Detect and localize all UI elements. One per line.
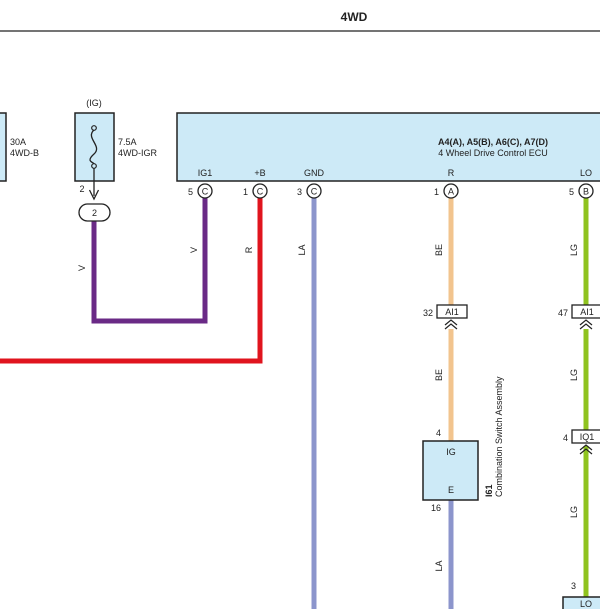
switch-box bbox=[422, 440, 479, 501]
wire-label-plusb: R bbox=[244, 246, 254, 253]
fuse-arrow-icon bbox=[88, 189, 100, 201]
terminal-connector-ig1 bbox=[197, 183, 213, 199]
connector-iq1-box bbox=[571, 429, 600, 444]
terminal-connector-gnd bbox=[306, 183, 322, 199]
connector-iq1: 4 IQ1 bbox=[563, 429, 600, 455]
fuse-7-5a-name: 4WD-IGR bbox=[118, 148, 157, 158]
connector-ai1-right: 47 AI1 bbox=[558, 304, 600, 330]
terminal-code-gnd: C bbox=[311, 187, 318, 197]
junction-connector bbox=[78, 203, 111, 222]
lo-component-pin: 3 bbox=[571, 581, 576, 591]
connector-ai1-right-box bbox=[571, 304, 600, 319]
ecu-terminal-r: R 1 A bbox=[434, 168, 459, 199]
combination-switch: 4 IG E 16 I61 Combination Switch Assembl… bbox=[422, 376, 504, 513]
connector-iq1-chevron-icon bbox=[579, 444, 593, 455]
ecu-name: 4 Wheel Drive Control ECU bbox=[438, 148, 548, 158]
switch-terminal-ig: IG bbox=[446, 447, 456, 457]
lo-component-terminal: LO bbox=[580, 599, 592, 609]
terminal-label-ig1: IG1 bbox=[198, 168, 213, 178]
wire-label-lo-top: LG bbox=[569, 244, 579, 256]
connector-ai1-right-pin: 47 bbox=[558, 308, 568, 318]
wire-label-e: LA bbox=[434, 560, 444, 571]
lo-component: 3 LO bbox=[562, 581, 600, 609]
switch-code: I61 bbox=[484, 484, 494, 497]
wire-red-plusb bbox=[0, 198, 263, 364]
terminal-pin-lo: 5 bbox=[569, 187, 574, 197]
switch-name: Combination Switch Assembly bbox=[494, 376, 504, 497]
wire-label-r-top: BE bbox=[434, 244, 444, 256]
switch-terminal-e: E bbox=[448, 485, 454, 495]
terminal-code-ig1: C bbox=[202, 187, 209, 197]
junction-number: 2 bbox=[92, 208, 97, 218]
wire-label-ig1: V bbox=[189, 247, 199, 253]
fuse-7-5a-rating: 7.5A bbox=[118, 137, 137, 147]
wire-violet-ig1 bbox=[91, 198, 208, 324]
terminal-pin-gnd: 3 bbox=[297, 187, 302, 197]
fuse-30a-name: 4WD-B bbox=[10, 148, 39, 158]
fuse-supply-label: (IG) bbox=[86, 98, 102, 108]
connector-ai1-left-chevron-icon bbox=[444, 319, 458, 330]
fuse-element-icon bbox=[89, 129, 98, 165]
wire-label-gnd: LA bbox=[297, 244, 307, 255]
lo-component-box bbox=[562, 596, 600, 609]
terminal-label-r: R bbox=[448, 168, 455, 178]
terminal-connector-lo bbox=[578, 183, 594, 199]
connector-ai1-right-chevron-icon bbox=[579, 319, 593, 330]
terminal-connector-r bbox=[443, 183, 459, 199]
switch-label: I61 Combination Switch Assembly bbox=[484, 376, 504, 497]
ecu-box bbox=[176, 112, 600, 182]
terminal-code-r: A bbox=[448, 187, 454, 197]
terminal-pin-plusb: 1 bbox=[243, 187, 248, 197]
fuse-30a-box bbox=[0, 112, 7, 182]
wire-label-r-mid: BE bbox=[434, 369, 444, 381]
connector-ai1-left-pin: 32 bbox=[423, 308, 433, 318]
terminal-code-plusb: C bbox=[257, 187, 264, 197]
terminal-label-lo: LO bbox=[580, 168, 592, 178]
connector-ai1-left: 32 AI1 bbox=[423, 304, 468, 330]
switch-pin-bottom: 16 bbox=[431, 503, 441, 513]
terminal-pin-ig1: 5 bbox=[188, 187, 193, 197]
ecu-terminal-gnd: GND 3 C bbox=[297, 168, 325, 199]
terminal-pin-r: 1 bbox=[434, 187, 439, 197]
connector-iq1-code: IQ1 bbox=[580, 432, 595, 442]
terminal-connector-plusb bbox=[252, 183, 268, 199]
switch-pin-top: 4 bbox=[436, 428, 441, 438]
ecu-terminal-lo: LO 5 B bbox=[569, 168, 594, 199]
ecu-part-codes: A4(A), A5(B), A6(C), A7(D) bbox=[438, 137, 548, 147]
diagram-title: 4WD bbox=[341, 10, 368, 24]
connector-ai1-left-code: AI1 bbox=[445, 307, 459, 317]
ecu-terminal-plusb: +B 1 C bbox=[243, 168, 268, 199]
connector-ai1-left-box bbox=[436, 304, 468, 319]
wire-label-lo-bottom: LG bbox=[569, 506, 579, 518]
terminal-label-plusb: +B bbox=[254, 168, 265, 178]
terminal-code-lo: B bbox=[583, 187, 589, 197]
fuse-30a-rating: 30A bbox=[10, 137, 26, 147]
wire-label-fuse-violet: V bbox=[77, 265, 87, 271]
connector-iq1-pin: 4 bbox=[563, 433, 568, 443]
fuse-pin-number: 2 bbox=[79, 184, 84, 194]
terminal-label-gnd: GND bbox=[304, 168, 325, 178]
wire-label-lo-mid: LG bbox=[569, 369, 579, 381]
ecu-terminal-ig1: IG1 5 C bbox=[188, 168, 213, 199]
connector-ai1-right-code: AI1 bbox=[580, 307, 594, 317]
